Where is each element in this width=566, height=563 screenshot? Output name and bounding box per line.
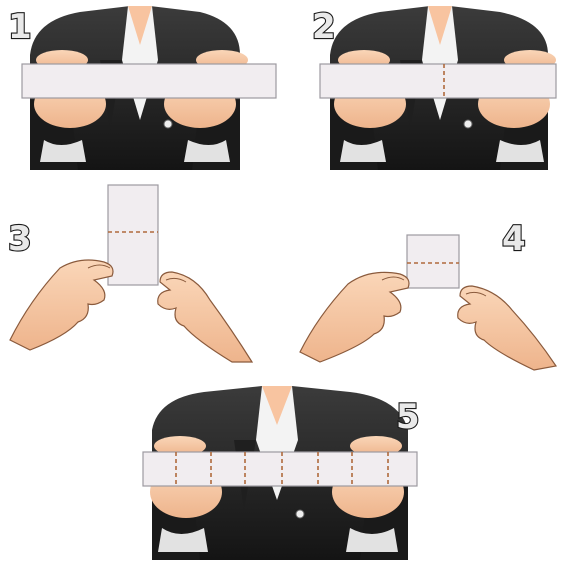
left-hand [300, 272, 409, 362]
folded-paper [407, 235, 459, 288]
right-hand [458, 286, 556, 370]
right-hand [158, 272, 252, 362]
panel-step-5: 5 [143, 386, 420, 560]
panel-step-1: 1 [8, 6, 276, 170]
panel-step-3: 3 [8, 185, 252, 362]
step-number-5: 5 [396, 397, 420, 437]
step-number-1: 1 [8, 7, 32, 47]
paper-strip [22, 64, 276, 98]
paper-strip [320, 64, 556, 98]
step-number-3: 3 [8, 219, 32, 259]
left-hand [10, 260, 113, 350]
panel-step-4: 4 [300, 219, 556, 370]
step-number-4: 4 [502, 219, 526, 259]
folded-paper [108, 185, 158, 285]
panel-step-2: 2 [312, 6, 556, 170]
step-number-2: 2 [312, 7, 336, 47]
paper-strip [143, 452, 417, 486]
